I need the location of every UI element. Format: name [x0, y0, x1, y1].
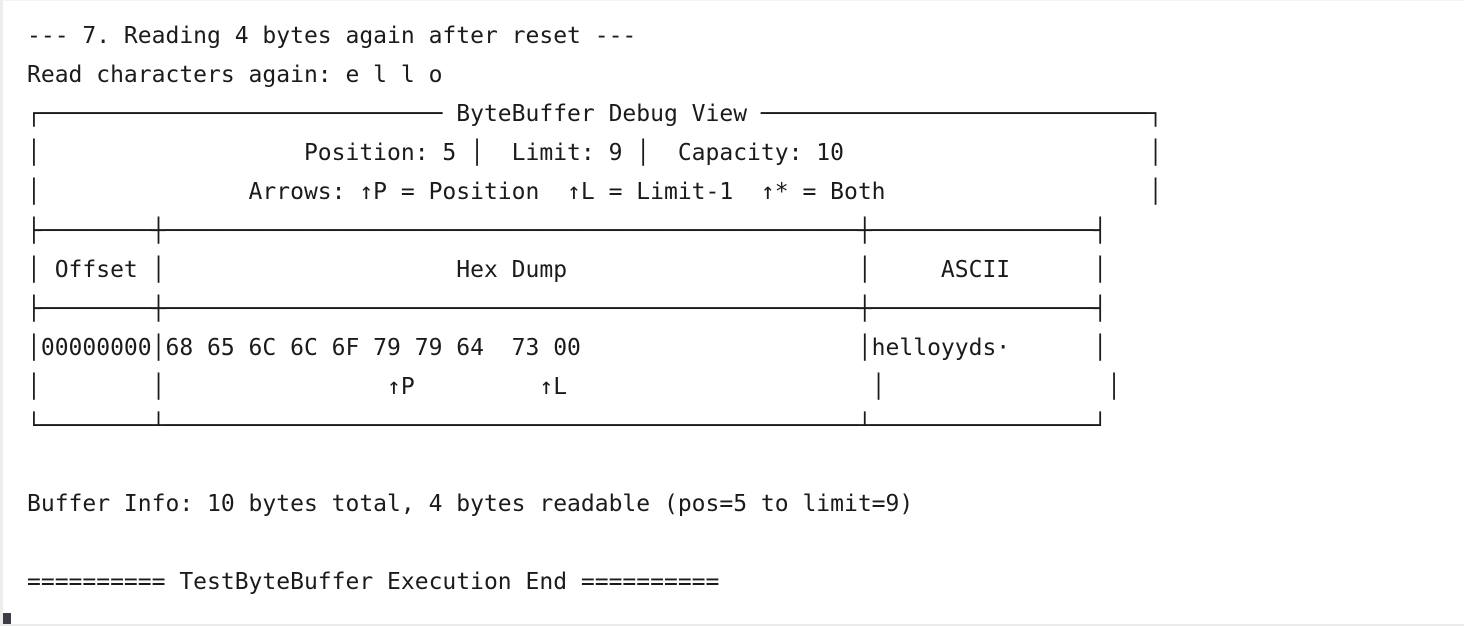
table-bottom-border: └────────┴──────────────────────────────… [27, 413, 1108, 439]
debugview-legend-line: │ Arrows: ↑P = Position ↑L = Limit-1 ↑* … [27, 179, 1163, 205]
window-corner-notch [3, 613, 11, 624]
section-header-text: --- 7. Reading 4 bytes again after reset… [27, 23, 637, 49]
table-header-row: │ Offset │ Hex Dump │ ASCII │ [27, 257, 1108, 283]
blank-line [27, 524, 1162, 563]
table-top-separator: ├────────┼──────────────────────────────… [27, 218, 1108, 244]
debugview-top-border: ┌───────────────────────────── ByteBuffe… [27, 101, 1163, 127]
buffer-info-text: Buffer Info: 10 bytes total, 4 bytes rea… [27, 491, 914, 517]
read-result-text: Read characters again: e l l o [27, 62, 443, 88]
blank-line [27, 446, 1162, 485]
debugview-status-line: │ Position: 5 │ Limit: 9 │ Capacity: 10 … [27, 140, 1163, 166]
pointer-marker-row: │ │ ↑P ↑L │ │ [27, 374, 1121, 400]
hex-data-row: │00000000│68 65 6C 6C 6F 79 79 64 73 00 … [27, 335, 1108, 361]
table-header-separator: ├────────┼──────────────────────────────… [27, 296, 1108, 322]
terminal-text-block: --- 7. Reading 4 bytes again after reset… [27, 17, 1162, 602]
execution-end-text: ========== TestByteBuffer Execution End … [27, 569, 720, 595]
